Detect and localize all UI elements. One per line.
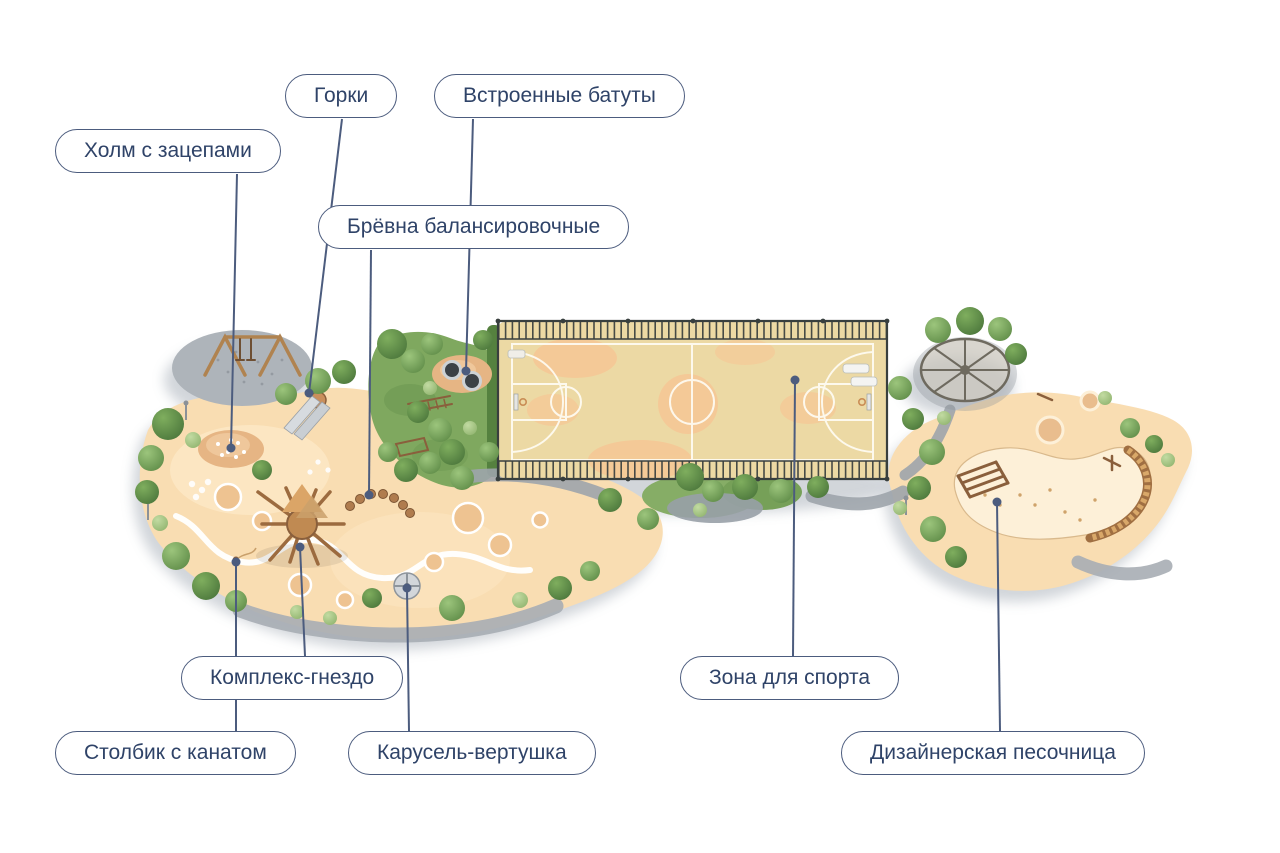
balance-logs (345, 489, 415, 518)
pavilion (913, 337, 1017, 411)
leader-slides (308, 118, 343, 394)
callout-nest-complex: Комплекс-гнездо (181, 656, 404, 700)
callout-designer-sandbox-label: Дизайнерская песочница (870, 741, 1116, 764)
callout-carousel: Карусель-вертушка (348, 731, 596, 775)
trampolines (432, 355, 492, 393)
callout-hill-grips-label: Холм с зацепами (84, 139, 252, 162)
callout-sport-zone-label: Зона для спорта (709, 666, 871, 689)
basketball-hoops (513, 393, 872, 411)
court-markings (511, 343, 874, 461)
callout-designer-sandbox: Дизайнерская песочница (841, 731, 1145, 775)
callout-balance-logs: Брёвна балансировочные (318, 205, 630, 249)
callout-slides: Горки (285, 74, 398, 118)
leader-balance-logs (368, 249, 372, 496)
callout-slides-label: Горки (314, 84, 369, 107)
leader-designer-sandbox (996, 501, 1001, 732)
callout-nest-complex-label: Комплекс-гнездо (210, 666, 375, 689)
sports-court (495, 318, 890, 482)
trees (135, 307, 1175, 625)
leader-sport-zone (792, 379, 796, 657)
callout-rope-post: Столбик с канатом (55, 731, 296, 775)
leader-nest-complex (299, 546, 306, 657)
leader-carousel (406, 587, 410, 732)
leader-lines (230, 118, 1001, 732)
sand-mounds (213, 482, 549, 610)
callout-hill-grips: Холм с зацепами (55, 129, 281, 173)
callout-trampolines-label: Встроенные батуты (463, 84, 656, 107)
callout-carousel-label: Карусель-вертушка (377, 741, 567, 764)
leader-dots (226, 366, 1002, 593)
callout-trampolines: Встроенные батуты (434, 74, 685, 118)
callout-rope-post-label: Столбик с канатом (84, 741, 267, 764)
leader-hill-grips (230, 173, 238, 449)
callout-sport-zone: Зона для спорта (680, 656, 900, 700)
callout-balance-logs-label: Брёвна балансировочные (347, 215, 601, 238)
nest-complex (256, 484, 348, 568)
court-benches (507, 349, 878, 387)
swing-area (172, 330, 312, 406)
slides (283, 391, 331, 441)
pergola (956, 460, 1010, 499)
designer-sandbox (953, 390, 1152, 543)
